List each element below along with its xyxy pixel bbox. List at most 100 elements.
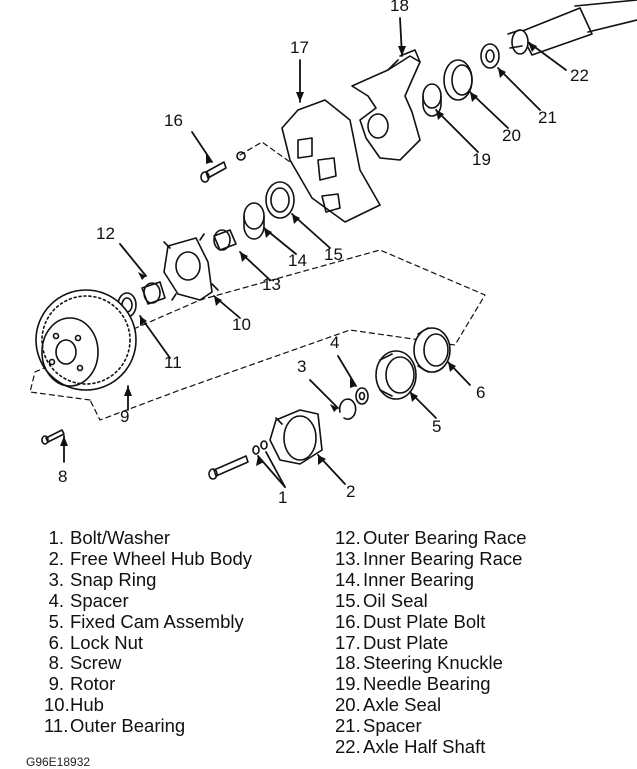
dust-plate-bolt [200, 151, 246, 183]
callout-5: 5 [432, 417, 441, 436]
callout-11: 11 [164, 353, 182, 372]
legend-item-label: Snap Ring [70, 568, 157, 590]
legend-item-number: 6. [48, 631, 64, 653]
legend-item-number: 9. [48, 673, 64, 695]
legend-item-number: 16. [335, 610, 361, 632]
screw [41, 429, 65, 445]
callout-8: 8 [58, 467, 67, 486]
legend-item-number: 1. [48, 527, 64, 548]
legend-item-label: Outer Bearing Race [363, 527, 527, 548]
legend-item: 18.Steering Knuckle [335, 652, 527, 674]
callout-1: 1 [278, 488, 287, 507]
callout-4: 4 [330, 333, 339, 352]
legend-item: 15.Oil Seal [335, 589, 527, 612]
legend-item: 17.Dust Plate [335, 631, 527, 654]
spacer-21 [480, 43, 500, 69]
legend-item-number: 13. [335, 547, 361, 569]
legend-item-label: Inner Bearing Race [363, 547, 523, 569]
callout-12: 12 [96, 224, 115, 243]
legend-item-label: Needle Bearing [363, 673, 491, 695]
legend-item-number: 11. [44, 715, 69, 737]
legend-item-number: 12. [335, 527, 361, 548]
legend-item: 19.Needle Bearing [335, 673, 527, 695]
figure-id: G96E18932 [26, 755, 91, 769]
callout-labels: 1 2 3 4 5 6 8 9 10 11 12 13 14 15 16 17 … [58, 0, 589, 507]
hub [163, 233, 219, 301]
legend-item: 11.Outer Bearing [44, 715, 252, 737]
arrowheads [60, 42, 537, 466]
inner-bearing-race [213, 229, 237, 251]
callout-2: 2 [346, 482, 355, 501]
legend-item-number: 5. [48, 610, 64, 632]
legend-item-number: 19. [335, 673, 361, 695]
callout-16: 16 [164, 111, 183, 130]
callout-22: 22 [570, 66, 589, 85]
legend-item-number: 8. [48, 652, 64, 674]
legend-item-label: Free Wheel Hub Body [70, 547, 253, 569]
legend-item-label: Outer Bearing [70, 715, 186, 737]
legend-item-number: 17. [335, 631, 361, 653]
callout-21: 21 [538, 108, 557, 127]
exploded-view-diagram: 1 2 3 4 5 6 8 9 10 11 12 13 14 15 16 17 … [29, 0, 637, 507]
legend-item: 5. Fixed Cam Assembly [44, 610, 252, 633]
legend-item-label: Inner Bearing [363, 568, 475, 590]
legend-item: 22.Axle Half Shaft [335, 736, 527, 758]
legend-item-label: Dust Plate [363, 631, 449, 653]
legend-item-label: Spacer [70, 589, 129, 611]
legend-item: 2.Free Wheel Hub Body [44, 547, 253, 570]
legend-item-label: Spacer [363, 715, 422, 737]
callout-17: 17 [290, 38, 309, 57]
dust-plate [281, 99, 381, 223]
legend-item-label: Axle Seal [363, 694, 442, 716]
legend-item-number: 18. [335, 652, 361, 674]
legend-item-label: Axle Half Shaft [363, 736, 486, 758]
legend-item-number: 4. [48, 589, 64, 611]
fixed-cam-assembly [375, 350, 417, 400]
bolt-washer [208, 440, 268, 480]
legend-item: 13.Inner Bearing Race [335, 547, 527, 570]
legend-item: 8. Screw [44, 652, 252, 674]
legend-item-number: 10. [44, 694, 70, 716]
callout-19: 19 [472, 150, 491, 169]
legend-item-number: 3. [48, 568, 64, 590]
legend-item-number: 20. [335, 694, 361, 716]
legend-item: 14.Inner Bearing [335, 568, 527, 591]
callout-10: 10 [232, 315, 251, 334]
legend-item: 10.Hub [44, 694, 252, 716]
axle-half-shaft [507, 0, 637, 56]
legend-item: 4. Spacer [44, 589, 252, 612]
snap-ring [338, 398, 357, 420]
legend-item-label: Bolt/Washer [70, 527, 171, 548]
spacer-4 [355, 387, 369, 405]
legend-item-label: Rotor [70, 673, 116, 695]
legend-item-label: Dust Plate Bolt [363, 610, 486, 632]
legend-item: 21.Spacer [335, 715, 527, 737]
assembly-path-outer [29, 249, 486, 421]
legend-item-number: 15. [335, 589, 361, 611]
legend-item-label: Hub [70, 694, 104, 716]
callout-14: 14 [288, 251, 307, 270]
legend-item-label: Steering Knuckle [363, 652, 503, 674]
free-wheel-hub-body [269, 409, 323, 465]
legend-item: 9. Rotor [44, 673, 252, 695]
outer-bearing-race [141, 281, 166, 305]
legend-item: 3. Snap Ring [44, 568, 252, 591]
callout-9: 9 [120, 407, 129, 426]
legend-item-label: Screw [70, 652, 122, 674]
leader-lines [63, 17, 567, 488]
steering-knuckle [351, 49, 421, 161]
assembly-path-upper [239, 141, 291, 163]
legend-item-number: 14. [335, 568, 361, 590]
callout-6: 6 [476, 383, 485, 402]
callout-3: 3 [297, 357, 306, 376]
callout-18: 18 [390, 0, 409, 15]
axle-seal [443, 59, 473, 101]
legend-item: 6.Lock Nut [44, 631, 252, 654]
legend-item-number: 21. [335, 715, 361, 737]
callout-20: 20 [502, 126, 521, 145]
inner-bearing [243, 202, 265, 240]
legend-item: 12.Outer Bearing Race [335, 527, 527, 549]
legend-item-label: Fixed Cam Assembly [70, 610, 244, 632]
